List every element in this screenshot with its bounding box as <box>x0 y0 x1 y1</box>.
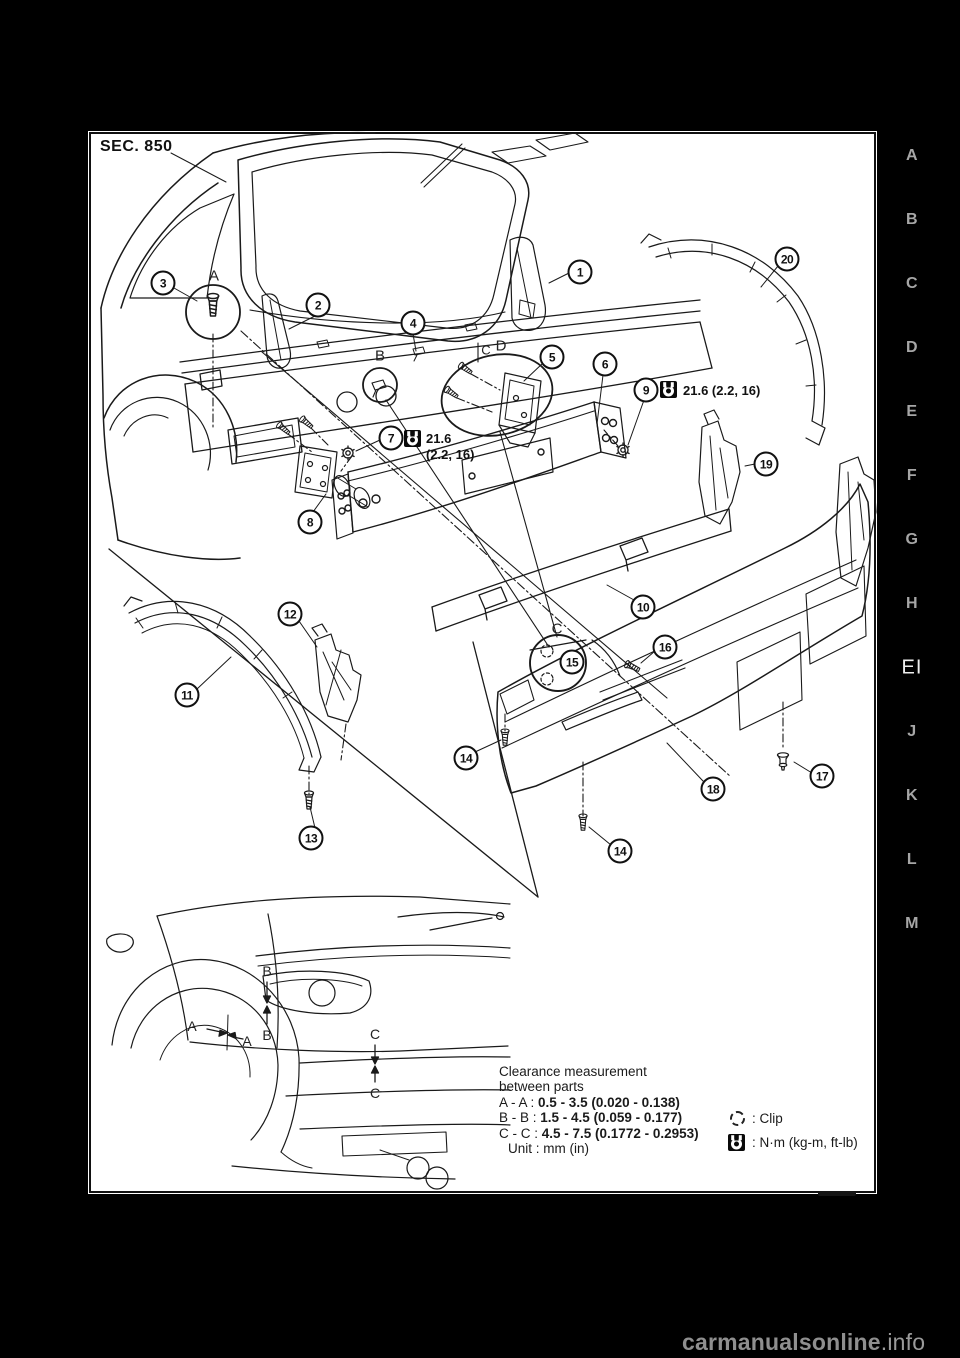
clearance-row-c: C - C : 4.5 - 7.5 (0.1772 - 0.2953) <box>499 1125 699 1141</box>
legend-torque-row: : N·m (kg-m, ft-lb) <box>728 1134 858 1151</box>
fender-protector-rear <box>640 233 826 446</box>
section-tab-k: K <box>905 787 919 804</box>
callout-5: 5 <box>539 344 565 370</box>
section-tab-c: C <box>905 275 919 292</box>
diagram-letter-a: A <box>208 267 220 285</box>
watermark-link[interactable]: carmanualsonline.info <box>682 1329 925 1356</box>
callout-11: 11 <box>174 682 200 708</box>
callout-leaders <box>170 152 813 846</box>
clip-detail-circle-c <box>529 634 642 692</box>
callout-8: 8 <box>297 509 323 535</box>
exploded-diagram-line-art <box>100 131 877 1190</box>
diagram-letter-c2: C <box>551 620 563 638</box>
alignment-lines <box>108 330 732 898</box>
car-body-outline <box>100 131 376 561</box>
clearance-row-b: B - B : 1.5 - 4.5 (0.059 - 0.177) <box>499 1110 683 1126</box>
section-tab-j: J <box>907 723 917 740</box>
energy-absorber <box>431 508 732 632</box>
callout-13: 13 <box>298 825 324 851</box>
callout-15: 15 <box>559 649 585 675</box>
figure-page: SEC. 850 1 2 3 4 5 6 7 8 9 10 11 12 13 1… <box>88 131 877 1196</box>
bumper-stay-bracket-8 <box>275 414 371 509</box>
section-tab-ei-current: EI <box>901 656 923 679</box>
legend-torque-label: : N·m (kg-m, ft-lb) <box>752 1135 858 1150</box>
measure-letter-c-top: C <box>369 1026 381 1042</box>
section-tab-m: M <box>905 915 919 932</box>
section-tab-g: G <box>905 531 919 548</box>
callout-18: 18 <box>700 776 726 802</box>
clearance-unit: Unit : mm (in) <box>508 1141 589 1157</box>
callout-12: 12 <box>277 601 303 627</box>
callout-17: 17 <box>809 763 835 789</box>
callout-2: 2 <box>305 292 331 318</box>
measure-letter-a-right: A <box>242 1033 252 1049</box>
section-tab-h: H <box>905 595 919 612</box>
fastener-axis-lines <box>212 333 784 817</box>
section-tab-rail: A B C D E F G H EI J K L M <box>877 0 960 1358</box>
callout-6: 6 <box>592 351 618 377</box>
callout-7: 7 <box>378 425 404 451</box>
section-tab-a: A <box>905 147 919 164</box>
watermark-site: carmanualsonline <box>682 1329 881 1355</box>
tailgate-opening <box>237 132 589 343</box>
callout-3: 3 <box>150 270 176 296</box>
measure-letter-c-bottom: C <box>369 1085 381 1101</box>
section-tab-f: F <box>906 467 918 484</box>
torque-spec-7-value: 21.6 <box>426 431 452 446</box>
clip-icon <box>730 1111 745 1126</box>
section-tab-e: E <box>906 403 918 420</box>
callout-19: 19 <box>753 451 779 477</box>
section-label: SEC. 850 <box>100 138 173 155</box>
clearance-measurement-car <box>106 895 511 1190</box>
clearance-row-a: A - A : 0.5 - 3.5 (0.020 - 0.138) <box>499 1094 680 1110</box>
fender-protector-front <box>123 596 322 773</box>
diagram-letter-b: B <box>374 347 386 365</box>
measurement-arrows <box>206 981 380 1083</box>
callout-1: 1 <box>567 259 593 285</box>
side-bracket-12 <box>311 623 362 723</box>
watermark-tld: .info <box>880 1329 926 1355</box>
legend-clip-row: : Clip <box>730 1111 783 1126</box>
measure-letter-a-left: A <box>187 1018 197 1034</box>
callout-10: 10 <box>630 594 656 620</box>
clip-detail-circle-b <box>362 367 398 403</box>
torque-wrench-icon <box>660 381 677 398</box>
clearance-title-line2: between parts <box>499 1079 584 1095</box>
clearance-measurement-block: Clearance measurement between parts A - … <box>499 1064 699 1156</box>
callout-20: 20 <box>774 246 800 272</box>
screw-detail-circle-a <box>185 284 241 340</box>
callout-9: 9 <box>633 377 659 403</box>
measure-letter-b-bottom: B <box>262 1027 272 1043</box>
bumper-fascia <box>496 483 871 794</box>
section-tab-l: L <box>906 851 918 868</box>
torque-wrench-icon <box>404 430 421 447</box>
figure-code-smudge <box>818 1191 856 1196</box>
clearance-title-line1: Clearance measurement <box>499 1064 647 1079</box>
side-bracket-19 <box>698 409 877 587</box>
diagram-letter-c: C <box>481 342 491 358</box>
torque-wrench-icon <box>728 1134 745 1151</box>
torque-spec-7-sub: (2.2, 16) <box>426 447 475 462</box>
bracket-5-detail-ellipse <box>440 342 554 448</box>
torque-spec-9: 21.6 (2.2, 16) <box>683 383 761 398</box>
bumper-reinforcement <box>331 401 627 540</box>
diagram-letter-d: D <box>495 337 507 355</box>
callout-14-left: 14 <box>453 745 479 771</box>
rear-panel <box>179 299 713 465</box>
callout-16: 16 <box>652 634 678 660</box>
finisher-parts <box>261 236 547 369</box>
measure-letter-b-top: B <box>262 963 272 979</box>
legend-clip-label: : Clip <box>752 1111 783 1126</box>
section-tab-d: D <box>905 339 919 356</box>
callout-14-right: 14 <box>607 838 633 864</box>
callout-4: 4 <box>400 310 426 336</box>
section-tab-b: B <box>905 211 919 228</box>
